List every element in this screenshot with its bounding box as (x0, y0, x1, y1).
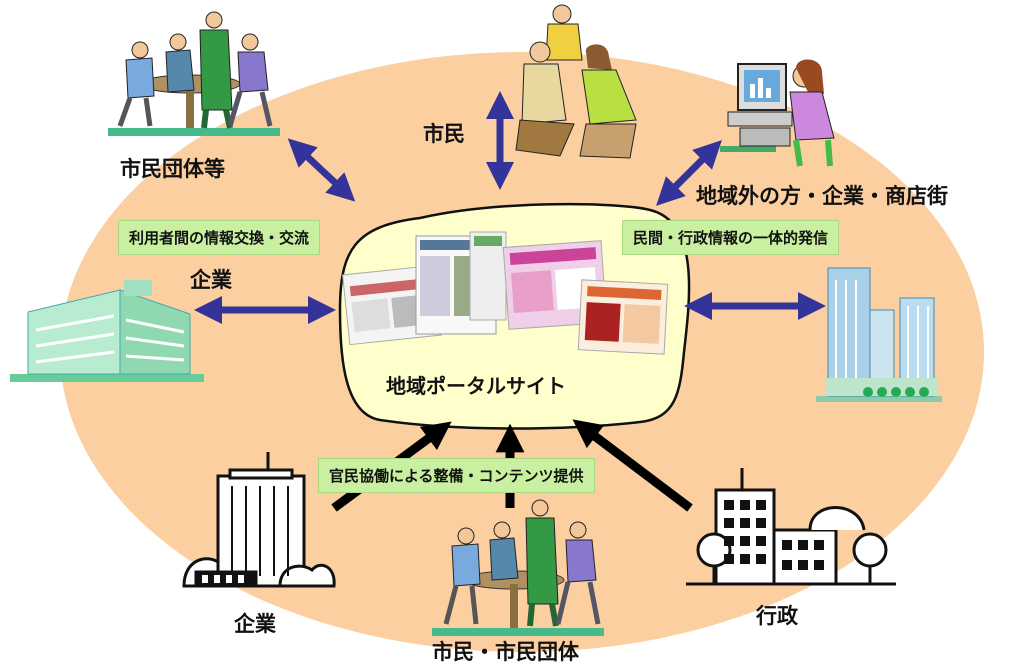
computer-user-icon (720, 59, 835, 167)
label-citizens-and-groups: 市民・市民団体 (432, 640, 579, 664)
box-user-exchange: 利用者間の情報交換・交流 (118, 220, 321, 255)
label-government: 行政 (756, 604, 798, 628)
arrow-from-government (572, 419, 693, 512)
skyscraper-icon (816, 267, 942, 402)
label-company-left: 企業 (190, 268, 232, 292)
city-building-icon (182, 452, 336, 588)
arrow-outside (656, 140, 722, 206)
box-collaboration: 官民協働による整備・コンテンツ提供 (318, 458, 595, 493)
label-outside-area: 地域外の方・企業・商店街 (696, 184, 948, 208)
label-company-bottom: 企業 (234, 612, 276, 636)
label-citizen-groups-etc: 市民団体等 (120, 157, 225, 181)
label-citizen: 市民 (423, 122, 465, 146)
label-portal-site: 地域ポータルサイト (386, 374, 566, 398)
people-meeting-icon (108, 11, 280, 136)
arrow-citizen-groups (287, 138, 356, 202)
website-screenshots-icon (342, 231, 669, 355)
people-meeting-icon (432, 499, 604, 636)
box-private-admin-info: 民間・行政情報の一体的発信 (622, 220, 840, 255)
people-group-icon (515, 4, 637, 159)
government-building-icon (686, 468, 896, 586)
office-building-icon (10, 280, 204, 382)
